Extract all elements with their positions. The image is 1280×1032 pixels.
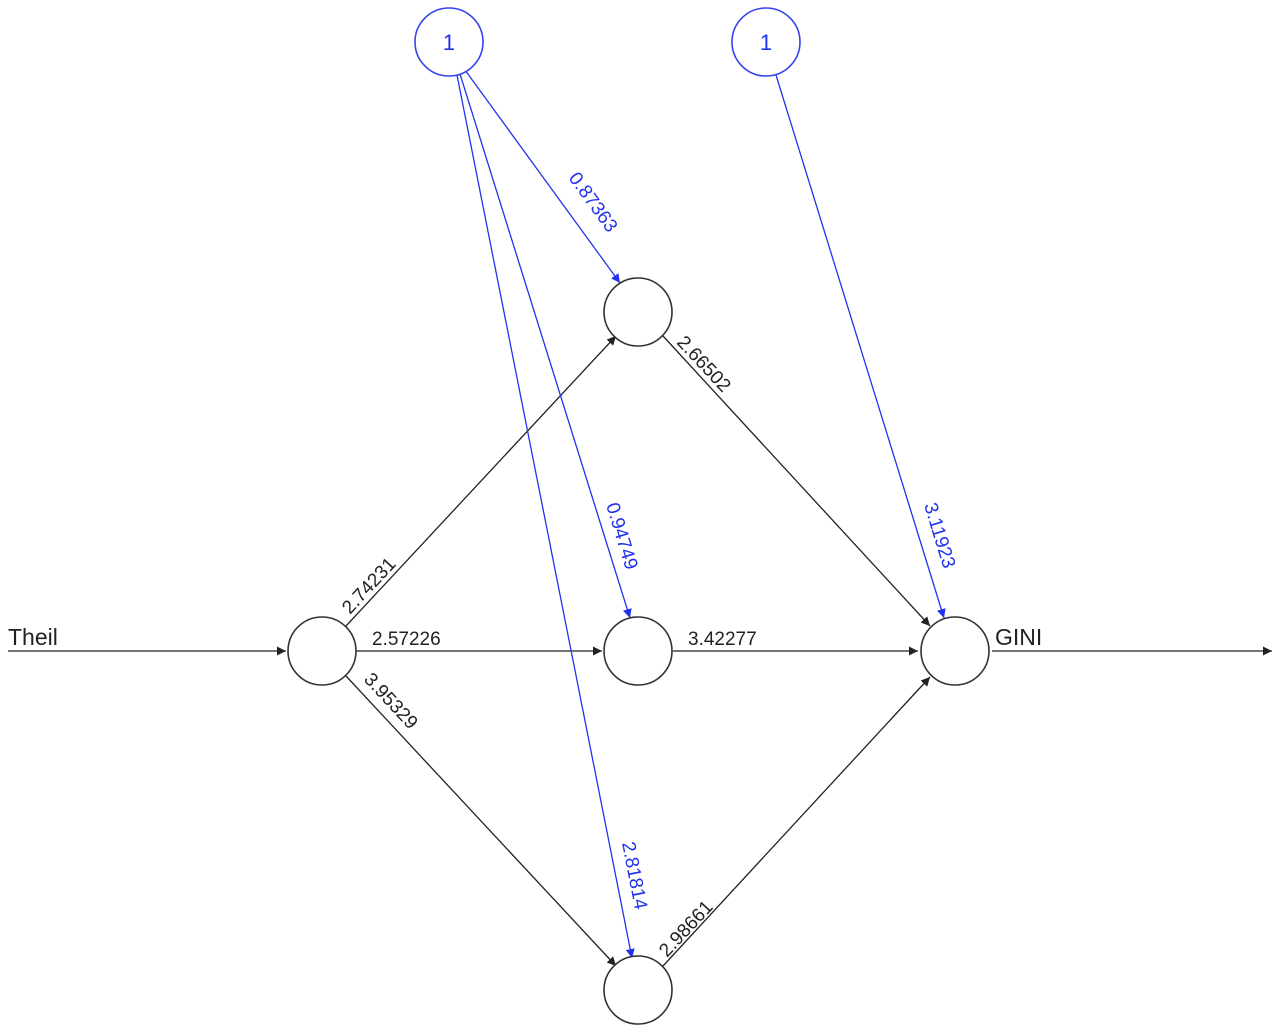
bias-node-2 — [731, 7, 801, 77]
input-label: Theil — [8, 624, 58, 650]
weight-hidden2-output: 3.42277 — [688, 629, 757, 650]
bias-edge-output — [775, 74, 946, 619]
bias-edge-hidden1 — [464, 69, 621, 284]
weight-input-hidden1: 2.74231 — [338, 554, 400, 619]
bias-edge-hidden3 — [456, 74, 635, 959]
edge-input-hidden3 — [345, 675, 617, 967]
edge-hidden3-output — [662, 676, 931, 967]
bias-weight-hidden2: 0.94749 — [601, 500, 641, 572]
weight-input-hidden2: 2.57226 — [372, 629, 441, 650]
weight-hidden1-output: 2.66502 — [672, 332, 734, 397]
bias-weight-hidden1: 0.87363 — [564, 169, 621, 237]
bias-edge-hidden2 — [459, 73, 632, 619]
edge-hidden1-output — [662, 335, 931, 627]
bias-node-1 — [414, 7, 484, 77]
hidden-node-2 — [603, 616, 673, 686]
bias-weight-hidden3: 2.81814 — [617, 840, 651, 912]
bias-weight-output: 3.11923 — [919, 500, 959, 570]
bias-node-1-label: 1 — [443, 30, 455, 55]
bias-node-2-label: 1 — [760, 30, 772, 55]
output-node — [920, 616, 990, 686]
edge-input-hidden1 — [345, 335, 617, 627]
output-label: GINI — [995, 624, 1042, 650]
hidden-node-1 — [603, 277, 673, 347]
hidden-node-3 — [603, 955, 673, 1025]
weight-hidden3-output: 2.98661 — [655, 897, 717, 962]
input-node — [287, 616, 357, 686]
